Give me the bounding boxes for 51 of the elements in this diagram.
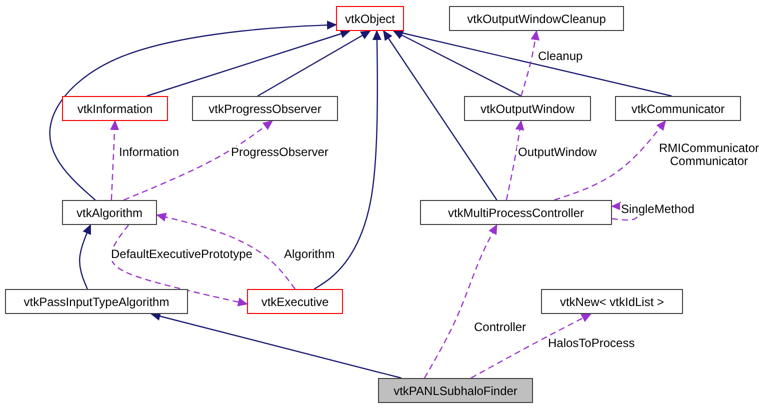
class-name: vtkOutputWindow (480, 102, 575, 116)
dashed-arrow (110, 224, 248, 306)
class-name: vtkPassInputTypeAlgorithm (24, 294, 170, 308)
dashed-arrow (506, 120, 524, 200)
class-name: vtkCommunicator (631, 102, 725, 116)
class-name: vtkExecutive (261, 294, 329, 308)
arrow (314, 30, 382, 290)
arrow (150, 312, 402, 379)
class-box (541, 289, 683, 314)
arrow (49, 20, 337, 200)
dashed-arrow (110, 120, 120, 200)
arrow (79, 224, 92, 290)
class-name: vtkProgressObserver (208, 102, 322, 116)
arrow (383, 30, 498, 200)
class-box (420, 200, 612, 225)
edge-label: Algorithm (283, 248, 336, 261)
edge-label: ProgressObserver (230, 146, 330, 159)
class-name: vtkAlgorithm (76, 206, 143, 220)
edge-label: Controller (473, 321, 528, 334)
class-name: vtkInformation (77, 102, 153, 116)
edge-label: HalosToProcess (547, 337, 636, 350)
class-box (464, 96, 591, 121)
class-box (449, 6, 624, 31)
edge-label: Cleanup (537, 50, 584, 63)
edge-label: DefaultExecutivePrototype (110, 248, 254, 261)
class-box (192, 96, 338, 121)
class-name: vtkObject (344, 12, 395, 26)
arrow (146, 29, 351, 97)
dashed-arrow (124, 120, 274, 201)
highlighted-class-box (378, 378, 533, 403)
dashed-arrow (520, 30, 540, 96)
class-name: vtkNew< vtkIdList > (560, 294, 664, 308)
class-box (615, 96, 741, 121)
dashed-arrow (470, 313, 592, 379)
class-name: vtkOutputWindowCleanup (467, 12, 606, 26)
arrow (392, 30, 522, 97)
class-box (5, 289, 188, 314)
class-name: vtkPANLSubhaloFinder (394, 384, 518, 398)
class-box (336, 6, 404, 31)
edge-label: SingleMethod (620, 203, 696, 216)
class-name: vtkMultiProcessController (448, 206, 584, 220)
edge-label: OutputWindow (517, 146, 598, 159)
class-box (62, 96, 168, 121)
dashed-arrow (554, 120, 666, 201)
dashed-arrow (156, 212, 296, 290)
arrow (257, 30, 371, 97)
class-box (62, 200, 157, 225)
arrow (392, 28, 672, 97)
edge-label: Information (118, 146, 180, 159)
class-box (247, 289, 343, 314)
dashed-arrow (424, 224, 498, 378)
